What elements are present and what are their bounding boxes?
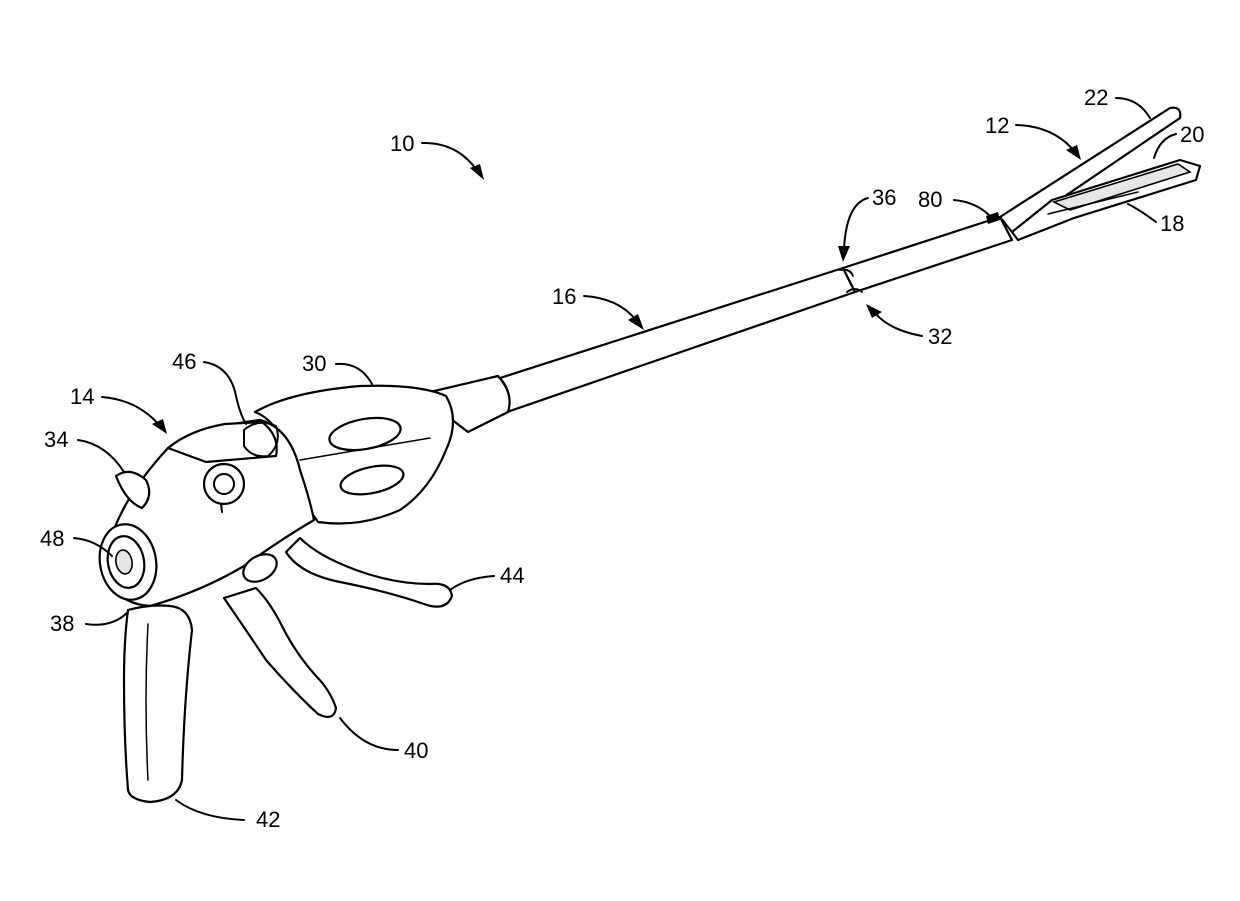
pistol-grip bbox=[124, 606, 192, 803]
label-38: 38 bbox=[50, 611, 74, 636]
handle-housing bbox=[94, 420, 314, 606]
label-16: 16 bbox=[552, 284, 576, 309]
label-12: 12 bbox=[985, 113, 1009, 138]
label-40: 40 bbox=[404, 738, 428, 763]
label-32: 32 bbox=[928, 324, 952, 349]
label-30: 30 bbox=[302, 351, 326, 376]
trigger-40 bbox=[224, 588, 336, 717]
label-34: 34 bbox=[44, 427, 68, 452]
label-48: 48 bbox=[40, 526, 64, 551]
label-14: 14 bbox=[70, 384, 94, 409]
trigger-44 bbox=[286, 538, 452, 607]
label-44: 44 bbox=[500, 563, 524, 588]
label-18: 18 bbox=[1160, 211, 1184, 236]
label-20: 20 bbox=[1180, 122, 1204, 147]
shaft bbox=[500, 217, 1012, 412]
label-22: 22 bbox=[1084, 85, 1108, 110]
label-80: 80 bbox=[918, 187, 942, 212]
label-46: 46 bbox=[172, 349, 196, 374]
label-10: 10 bbox=[390, 131, 414, 156]
label-36: 36 bbox=[872, 185, 896, 210]
label-42: 42 bbox=[256, 807, 280, 832]
